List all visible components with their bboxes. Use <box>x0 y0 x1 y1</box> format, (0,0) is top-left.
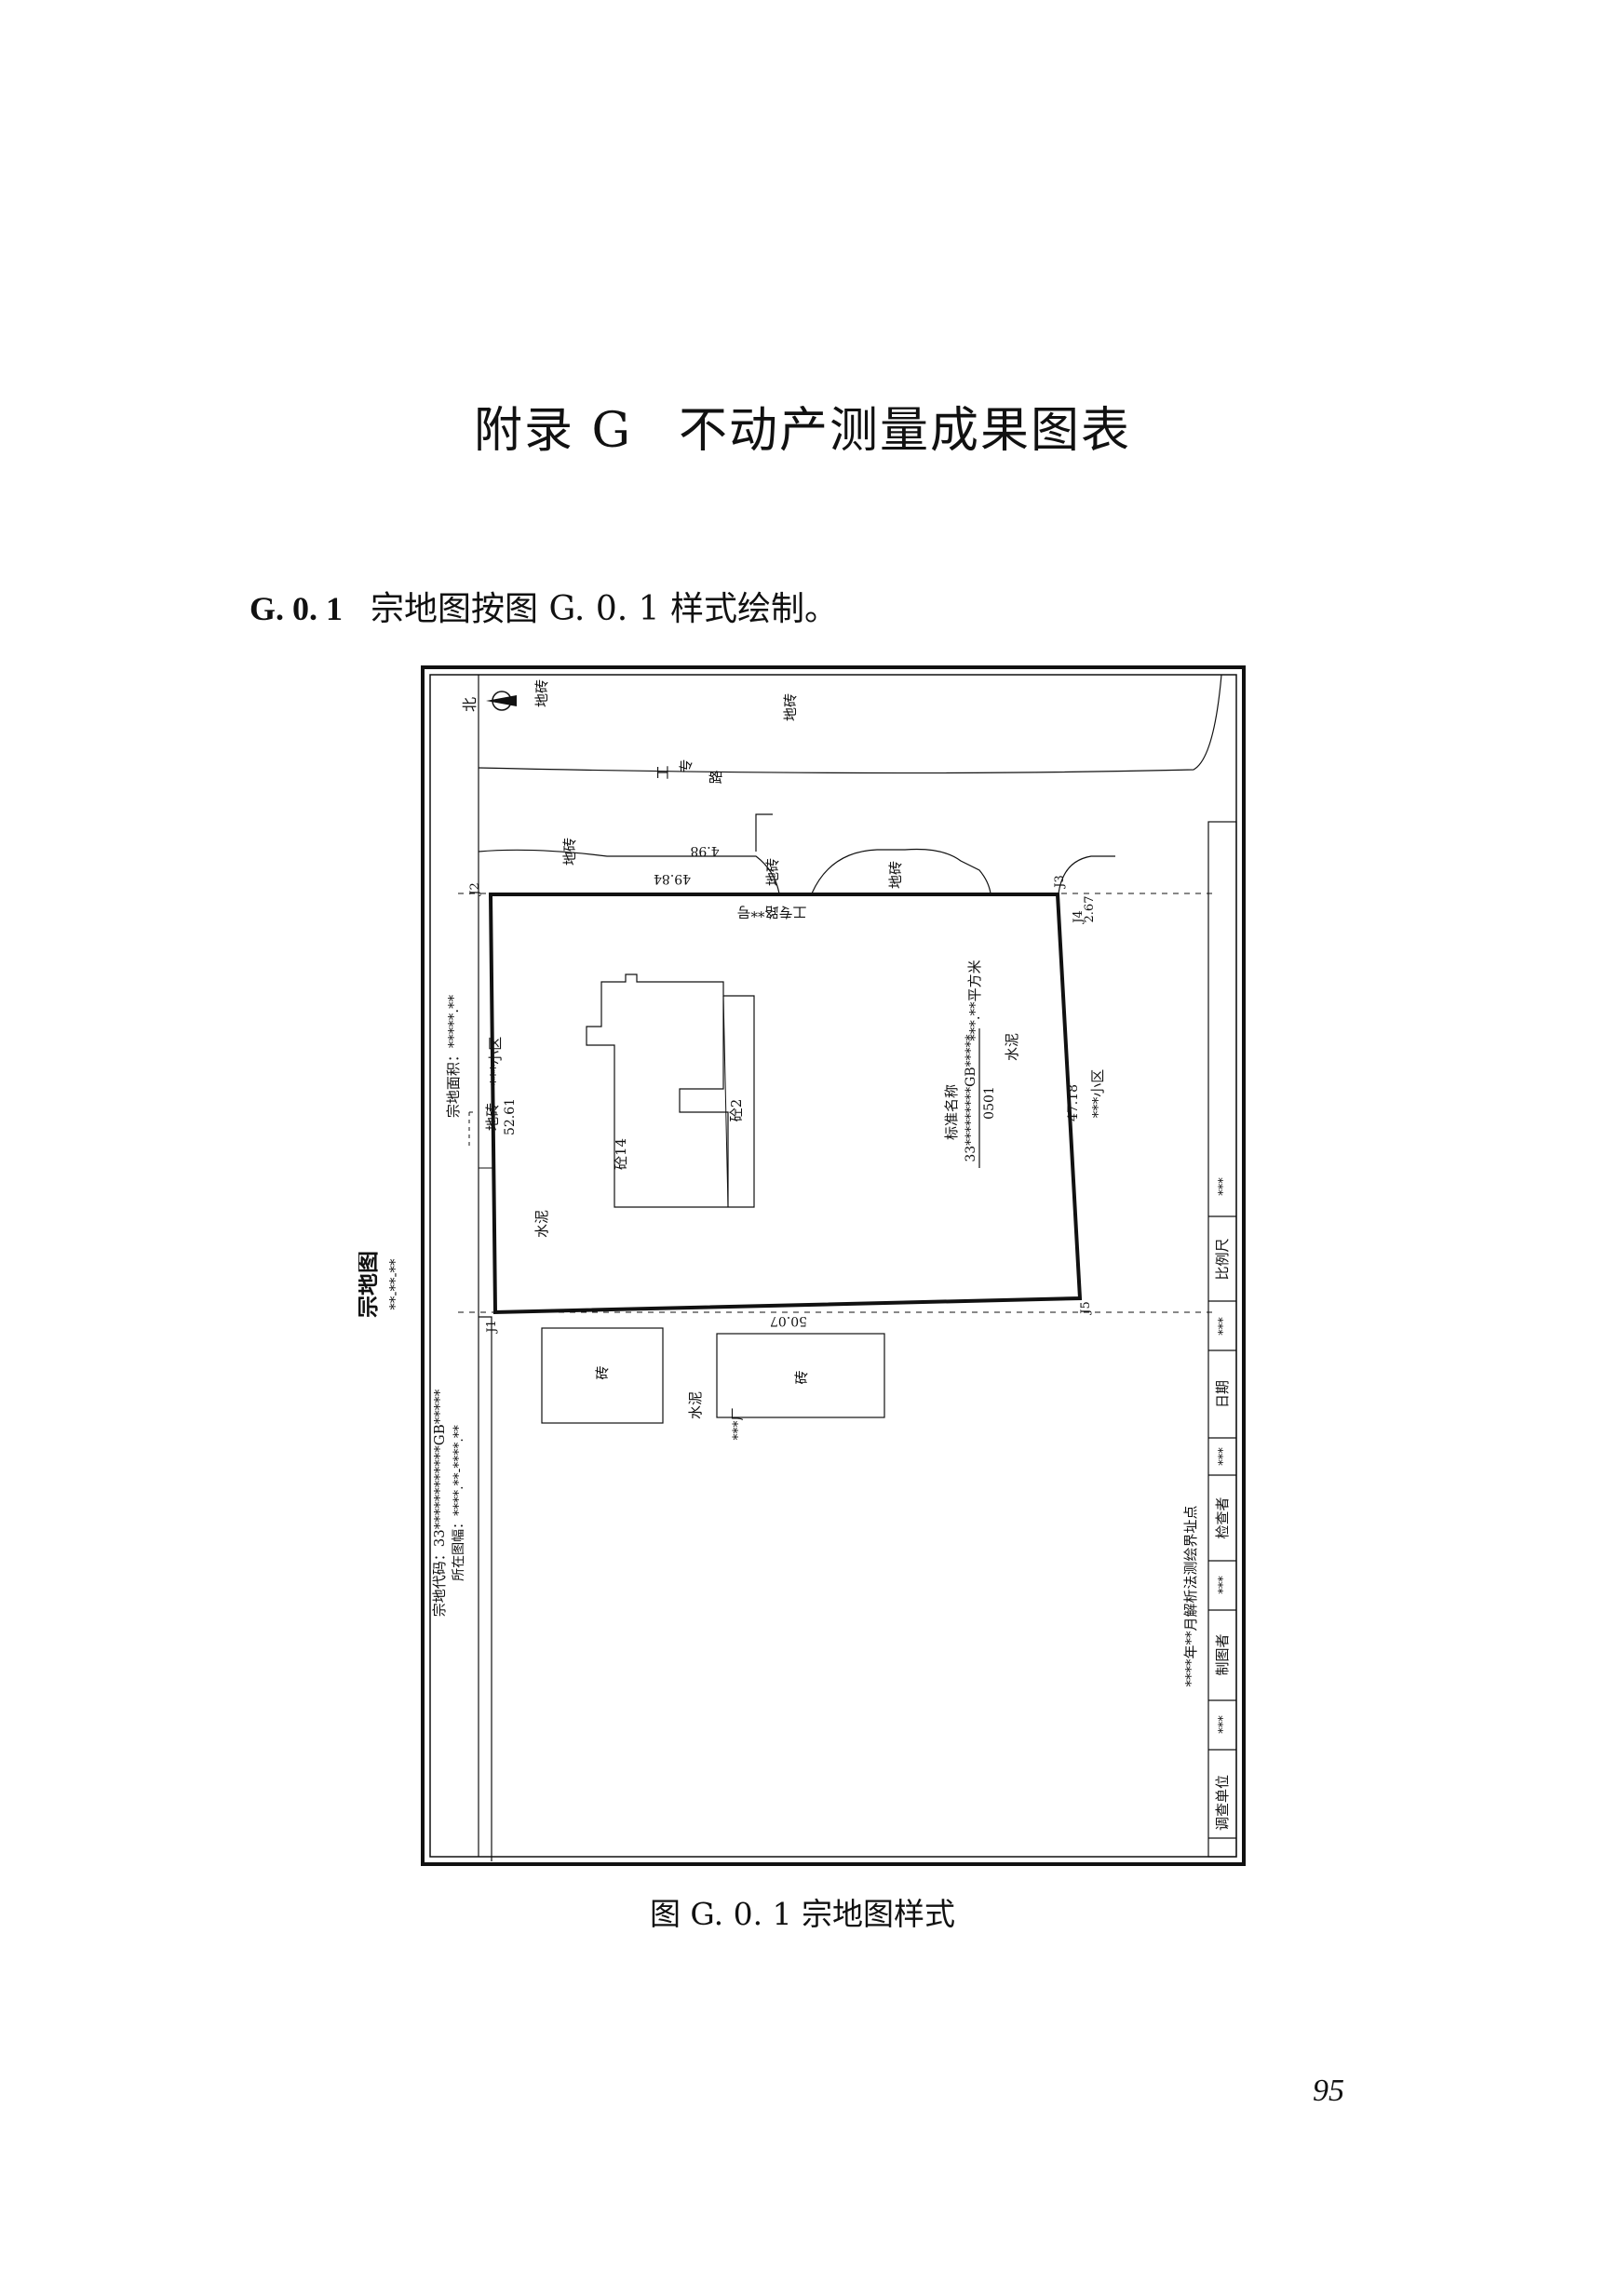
footer-label-scale: 比例尺 <box>1214 1238 1231 1280</box>
map-side-title: 宗地图 **-**-** <box>358 1251 403 1318</box>
label-parcel-number: 0501 <box>982 1086 997 1120</box>
point-j1: J1 <box>485 1320 499 1334</box>
parcel-map-figure: 北 地砖 地砖 工 专 路 地砖 地砖 地砖 49.84 4.98 工专路**号… <box>421 665 1246 1866</box>
appendix-label: 附录 G <box>473 403 633 459</box>
label-brick-2: 砖 <box>793 1370 810 1384</box>
footer-dividers <box>1208 1215 1236 1839</box>
north-arrow-icon <box>486 691 517 711</box>
distance-j3-j4: 2.67 <box>1083 896 1097 923</box>
brick-building-right <box>716 1333 885 1418</box>
inner-frame <box>429 674 1237 1858</box>
distance-top-left: 49.84 <box>654 871 691 886</box>
label-area: ***.**平方米 <box>966 960 983 1041</box>
label-paving-1: 地砖 <box>533 679 550 707</box>
left-dashed <box>468 1111 477 1149</box>
label-road-gong: 工 <box>654 765 671 779</box>
outer-frame <box>421 665 1246 1866</box>
point-j5: J5 <box>1079 1301 1093 1315</box>
label-paving-4: 地砖 <box>764 858 781 886</box>
road-corner <box>811 849 878 894</box>
paving-edge <box>877 848 991 894</box>
footer-label-checker: 检查者 <box>1214 1497 1231 1538</box>
label-factory: ***厂 <box>731 1408 746 1441</box>
left-lot <box>479 1316 492 1861</box>
building-outline <box>586 973 755 1208</box>
parcel-code: 宗地代码：33************GB***** <box>431 1389 448 1617</box>
label-road-address: 工专路**号 <box>736 904 806 920</box>
point-j4: J4 <box>1072 910 1086 924</box>
footer-value-drafter: *** <box>1217 1576 1231 1594</box>
label-road-lu: 路 <box>708 770 724 784</box>
label-paving-2: 地砖 <box>782 693 799 721</box>
parcel-map-svg: 北 地砖 地砖 工 专 路 地砖 地砖 地砖 49.84 4.98 工专路**号… <box>421 665 1246 1866</box>
road-marker <box>755 813 773 852</box>
sheet-number: 所在图幅：****.**-****.** <box>452 1425 466 1581</box>
road-edge-left <box>478 849 780 894</box>
point-j3: J3 <box>1053 875 1067 889</box>
distance-bottom: 50.07 <box>770 1313 807 1328</box>
footer-label-survey-unit: 调查单位 <box>1214 1775 1231 1831</box>
parcel-boundary <box>488 893 1083 1315</box>
label-brick-1: 砖 <box>594 1365 611 1379</box>
section-number: G. 0. 1 <box>250 590 344 627</box>
brick-building-left <box>541 1327 664 1424</box>
distance-top-right: 4.98 <box>690 843 719 858</box>
survey-note: ****年**月解析法测绘界址点 <box>1182 1505 1199 1686</box>
point-j2: J2 <box>468 882 482 896</box>
label-road-zhuan: 专 <box>678 759 695 772</box>
footer-strip <box>1207 821 1237 1858</box>
label-paving-left: 地砖 <box>484 1103 501 1131</box>
label-building-b: 砼14 <box>613 1138 629 1170</box>
map-title: 宗地图 <box>358 1251 381 1318</box>
footer-value-checker: *** <box>1217 1447 1231 1466</box>
distance-left: 52.61 <box>503 1098 518 1135</box>
label-paving-3: 地砖 <box>561 838 578 866</box>
footer-value-date: *** <box>1217 1317 1231 1336</box>
footer-label-drafter: 制图者 <box>1214 1633 1231 1675</box>
label-community-left: ***小区 <box>487 1037 504 1086</box>
distance-right: 47.18 <box>1066 1084 1081 1121</box>
section-text: 宗地图按图 G. 0. 1 样式绘制。 <box>371 590 838 628</box>
footer-value-scale: *** <box>1217 1177 1231 1196</box>
north-label: 北 <box>461 697 479 712</box>
appendix-title: 附录 G 不动产测量成果图表 <box>0 391 1605 461</box>
building-inner-line <box>722 995 729 1208</box>
map-code: **-**-** <box>386 1258 403 1310</box>
road-edge-top <box>478 674 1222 774</box>
parcel-area: 宗地面积：*****.** <box>445 994 462 1118</box>
footer-value-survey-unit: *** <box>1217 1715 1231 1734</box>
label-building-a: 砼2 <box>728 1099 745 1122</box>
label-cement-1: 水泥 <box>1004 1033 1020 1061</box>
paving-edge-right <box>1058 855 1115 894</box>
building-partition <box>679 996 729 1207</box>
label-community-right: ***小区 <box>1089 1069 1106 1119</box>
label-cement-3: 水泥 <box>687 1391 704 1419</box>
label-cement-2: 水泥 <box>533 1210 550 1238</box>
footer-label-date: 日期 <box>1214 1380 1231 1408</box>
page-number: 95 <box>1313 2074 1344 2108</box>
figure-caption: 图 G. 0. 1 宗地图样式 <box>649 1896 956 1932</box>
label-paving-5: 地砖 <box>887 861 904 889</box>
appendix-name: 不动产测量成果图表 <box>679 403 1132 459</box>
label-gb-code: 33*********GB***** <box>964 1034 978 1161</box>
section-paragraph: G. 0. 1 宗地图按图 G. 0. 1 样式绘制。 <box>250 582 838 630</box>
label-standard-name: 标准名称 <box>943 1084 960 1140</box>
